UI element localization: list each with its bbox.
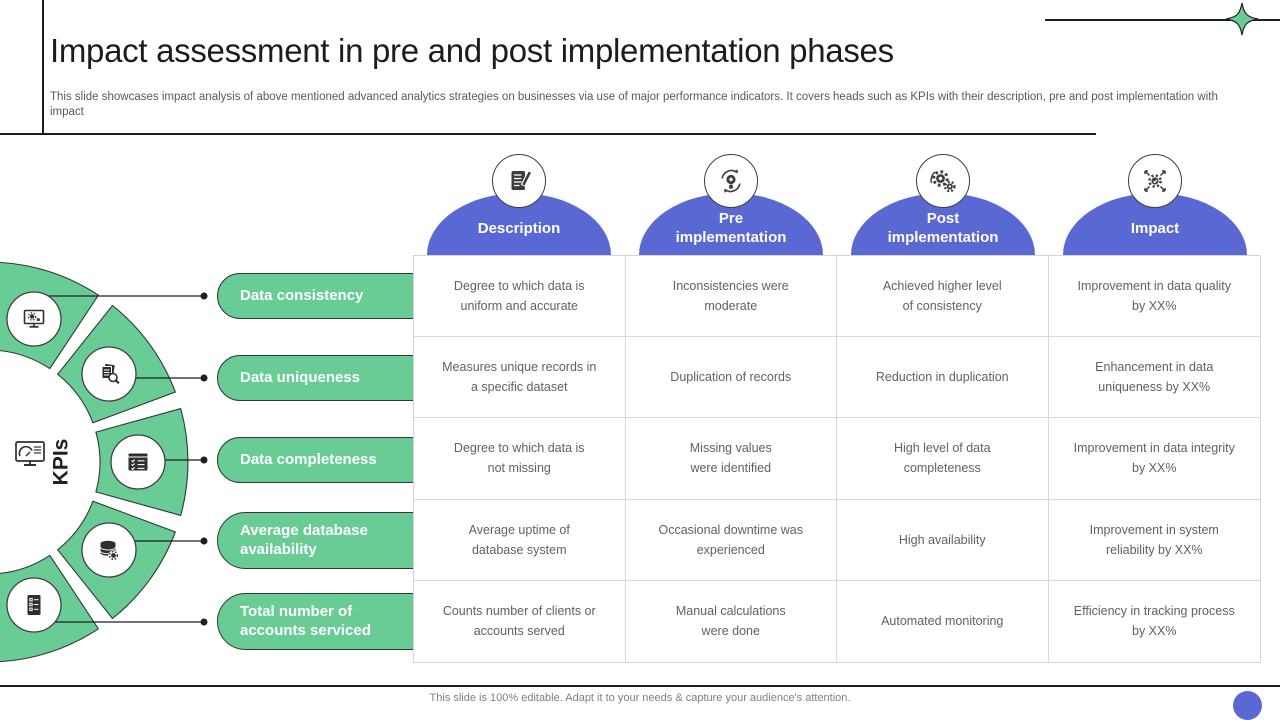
header-divider-line [0, 133, 1096, 135]
kpi-pill-label: Total number of accounts serviced [240, 602, 371, 639]
table-cell: Improvement in data quality by XX% [1048, 256, 1260, 338]
kpi-pill-data-consistency: Data consistency [217, 273, 421, 319]
target-gear-arrows-icon [1128, 154, 1182, 208]
column-header-label: Impact [1130, 219, 1180, 237]
table-cell: Efficiency in tracking process by XX% [1073, 604, 1235, 639]
table-cell: Counts number of clients or accounts ser… [414, 580, 626, 662]
kpi-pill-data-completeness: Data completeness [217, 437, 421, 483]
column-header-impact: Impact [1049, 154, 1261, 255]
table-cell: High availability [837, 499, 1049, 581]
table-cell: Degree to which data is uniform and accu… [414, 256, 626, 338]
column-header-description: Description [413, 154, 625, 255]
table-cell: Degree to which data is not missing [414, 418, 626, 500]
table-cell: Achieved higher level of consistency [837, 256, 1049, 338]
kpi-pill-label: Data consistency [240, 286, 364, 304]
table-cell: Missing values were identified [625, 418, 837, 500]
hub-label: KPIs [50, 439, 73, 486]
table-cell: Automated monitoring [837, 580, 1049, 662]
connector-dots [200, 292, 208, 626]
top-right-decor-line [1045, 19, 1280, 21]
kpi-pill-label: Average database availability [240, 521, 368, 558]
kpi-pill-label: Data completeness [240, 450, 377, 468]
column-header-label: Pre implementation [675, 210, 787, 246]
table-cell: High level of data completeness [837, 418, 1049, 500]
table-cell: Manual calculations were done [626, 580, 837, 662]
column-header-pre-implementation: Pre implementation [625, 154, 837, 255]
kpi-hub-diagram: KPIs [0, 261, 208, 663]
document-checklist-icon [27, 595, 41, 615]
column-header-label: Post implementation [887, 210, 999, 246]
hub-center-circle [0, 352, 98, 572]
impact-table: Degree to which data is uniform and accu… [413, 255, 1261, 663]
gears-process-icon [916, 154, 970, 208]
kpi-pill-total-accounts-serviced: Total number of accounts serviced [217, 593, 421, 650]
notepad-pencil-icon [492, 154, 546, 208]
table-cell: Inconsistencies were moderate [625, 256, 837, 338]
table-cell: Duplication of records [625, 337, 837, 419]
table-cell: Improvement in data integrity by XX% [1048, 418, 1260, 500]
footer-divider-line [0, 685, 1280, 687]
page-subtitle: This slide showcases impact analysis of … [50, 91, 1218, 118]
monitor-gear-icon [23, 309, 45, 328]
title-accent-line [42, 0, 44, 133]
page-title: Impact assessment in pre and post implem… [50, 32, 894, 69]
database-gear-icon [100, 540, 119, 561]
documents-search-icon [101, 363, 120, 385]
footer-note: This slide is 100% editable. Adapt it to… [429, 692, 851, 704]
sparkle-icon [1225, 2, 1259, 36]
table-cell: Improvement in system reliability by XX% [1048, 500, 1260, 581]
checklist-window-icon [128, 453, 148, 471]
column-header-label: Description [477, 219, 561, 237]
table-cell: Occasional downtime was experienced [625, 499, 837, 581]
column-header-post-implementation: Post implementation [837, 154, 1049, 255]
table-cell: Reduction in duplication [837, 337, 1049, 419]
table-cell: Measures unique records in a specific da… [414, 337, 626, 419]
dashboard-monitor-icon [15, 441, 45, 466]
kpi-pill-label: Data uniqueness [240, 368, 361, 386]
table-cell: Enhancement in data uniqueness by XX% [1048, 337, 1260, 419]
bulb-gear-refresh-icon [704, 154, 758, 208]
kpi-pill-average-database-availability: Average database availability [217, 512, 421, 569]
kpi-pill-data-uniqueness: Data uniqueness [217, 355, 421, 401]
footer-blue-dot [1233, 691, 1262, 720]
table-cell: Average uptime of database system [414, 499, 626, 581]
